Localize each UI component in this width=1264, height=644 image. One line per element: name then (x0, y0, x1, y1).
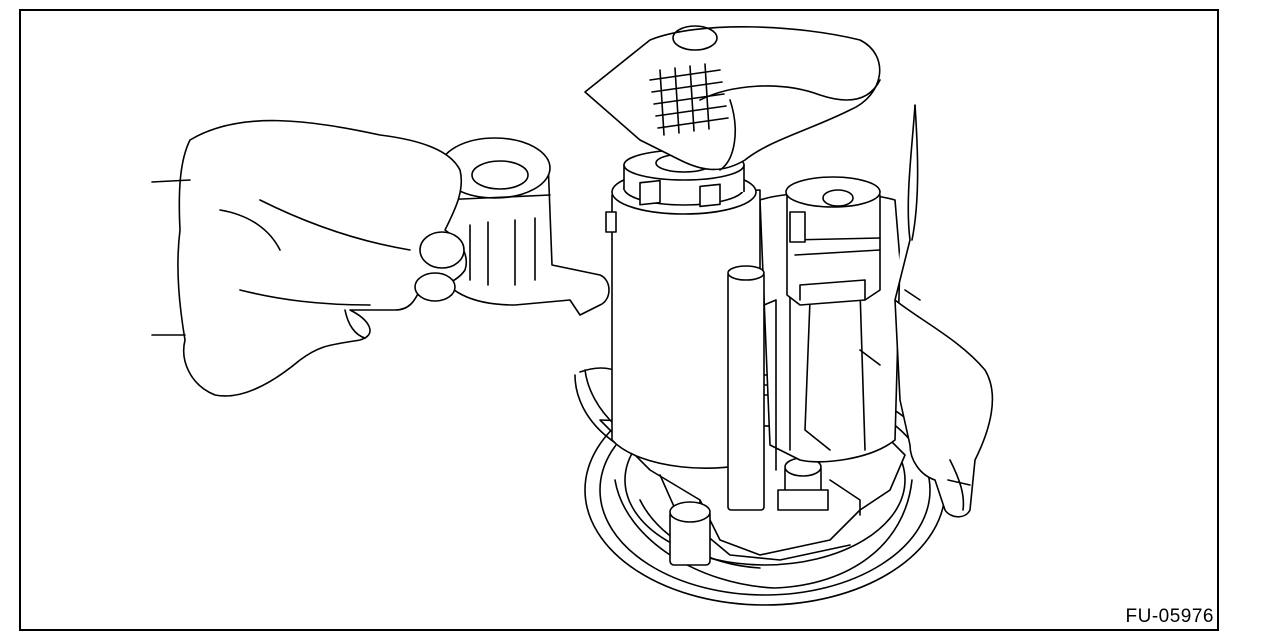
pump-connector (785, 176, 881, 306)
retainer-ring (439, 137, 610, 316)
base-post-right (777, 457, 829, 511)
rag (584, 25, 881, 171)
guide-rod (727, 265, 777, 511)
base-post-left (669, 501, 711, 566)
right-hand (894, 104, 994, 518)
left-hand (151, 119, 467, 397)
figure-code-label: FU-05976 (1125, 606, 1214, 627)
